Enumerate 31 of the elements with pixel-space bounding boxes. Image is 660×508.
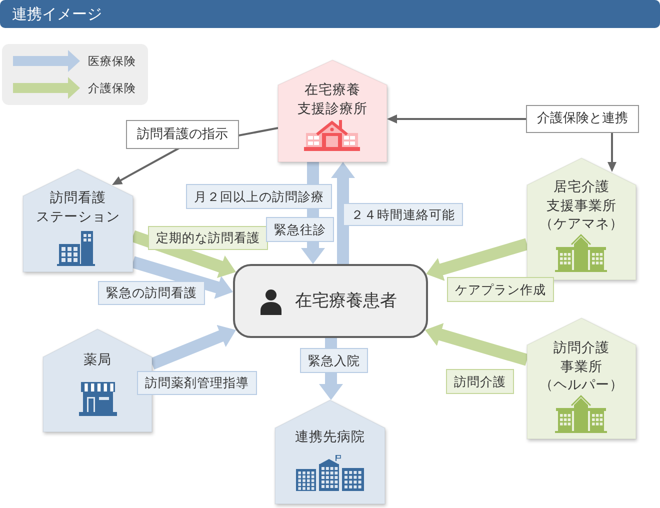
edge-label: 定期的な訪問看護 <box>148 226 268 250</box>
house-panel <box>527 318 636 439</box>
edge-label: 緊急の訪問看護 <box>98 281 205 305</box>
edge-label: ２４時間連絡可能 <box>343 203 463 226</box>
arrow <box>331 162 355 264</box>
facility-name: 訪問介護事業所（ヘルパー） <box>538 339 624 394</box>
edge-label: 訪問介護 <box>446 369 514 394</box>
diagram-title: 連携イメージ <box>12 4 102 25</box>
edge-label: ケアプラン作成 <box>447 277 554 302</box>
legend-label: 介護保険 <box>88 80 136 97</box>
edge-label: 緊急入院 <box>300 348 368 373</box>
edge-label: 訪問看護の指示 <box>126 120 239 149</box>
patient-box <box>233 264 428 338</box>
facility-name: 居宅介護支援事業所（ケアマネ） <box>538 178 624 234</box>
arrow <box>150 324 236 370</box>
arrow <box>425 322 529 366</box>
arrow <box>426 238 529 281</box>
legend-label: 医療保険 <box>88 53 136 70</box>
house-panel <box>278 60 387 162</box>
facility-name: 在宅療養支援診療所 <box>296 81 368 118</box>
caption-tag: 緊急往診 <box>266 217 334 242</box>
edge-label: 月２回以上の訪問診療 <box>186 184 332 209</box>
house-panel <box>23 169 133 272</box>
facility-name: 連携先病院 <box>294 428 366 446</box>
edge-label: 介護保険と連携 <box>526 105 639 133</box>
house-panel <box>527 158 636 280</box>
facility-name: 薬局 <box>82 351 112 370</box>
house-panel <box>275 400 385 504</box>
edge-label: 訪問薬剤管理指導 <box>137 371 257 395</box>
patient-label: 在宅療養患者 <box>295 290 397 312</box>
facility-name: 訪問看護ステーション <box>35 189 121 226</box>
